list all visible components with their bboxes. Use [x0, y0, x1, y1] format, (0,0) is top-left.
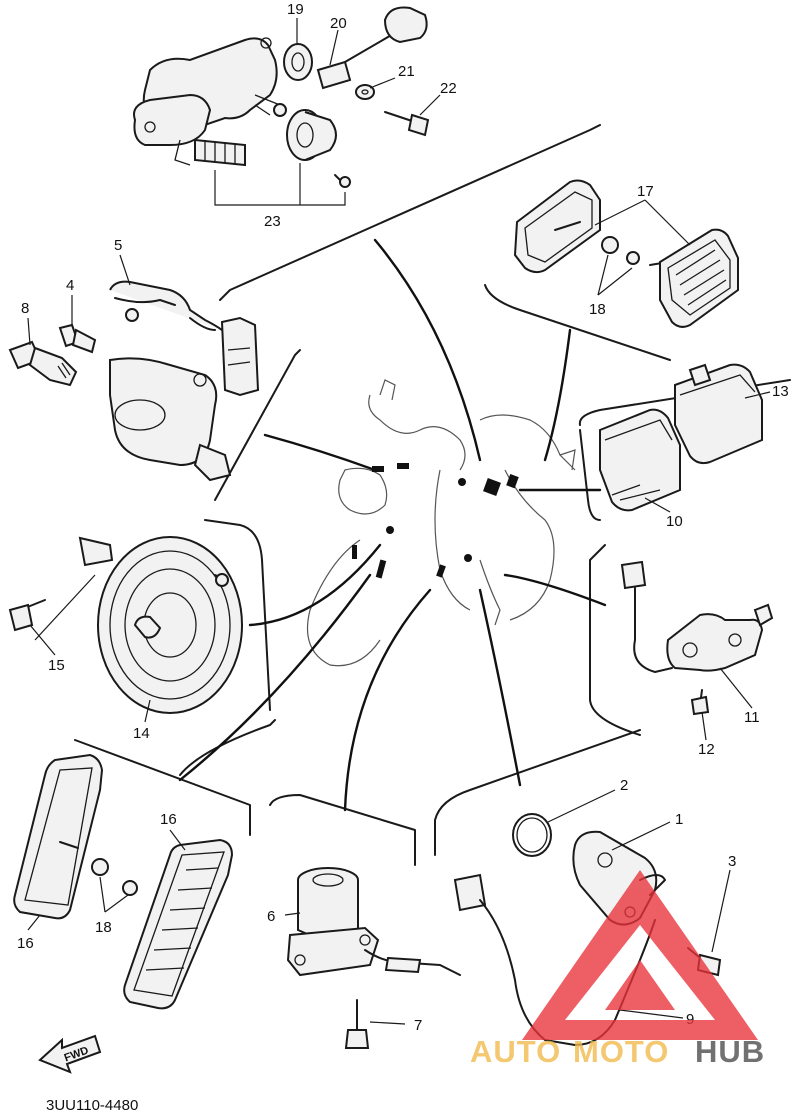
callout-21: 21	[398, 63, 415, 80]
drawing-code: 3UU110-4480	[46, 1097, 138, 1114]
callout-15: 15	[48, 657, 65, 674]
watermark-auto: AUTO	[470, 1034, 561, 1069]
callout-22: 22	[440, 80, 457, 97]
callout-19: 19	[287, 1, 304, 18]
callout-8: 8	[21, 300, 29, 317]
sensor-assembly	[133, 6, 430, 206]
callout-16-left: 16	[17, 935, 34, 952]
callout-11: 11	[744, 709, 760, 726]
callout-18-bottom: 18	[95, 919, 112, 936]
sidestand-switch	[620, 560, 774, 716]
section-dividers	[74, 124, 791, 866]
side-reflectors	[13, 753, 234, 1010]
callout-23: 23	[264, 213, 281, 230]
callout-16-right: 16	[160, 811, 177, 828]
callout-3: 3	[728, 853, 736, 870]
callout-9: 9	[686, 1011, 694, 1028]
watermark-moto: MOTO	[573, 1034, 669, 1069]
watermark-triangle-icon	[522, 870, 758, 1040]
callout-numbers: 19 20 21 22 23 17 18 5 4 8 13 10 11 12 1…	[17, 1, 789, 1034]
callout-2: 2	[620, 777, 628, 794]
callout-5: 5	[114, 237, 122, 254]
watermark: AUTO MOTO HUB	[470, 870, 765, 1069]
forward-arrow-icon: FWD	[38, 1034, 102, 1074]
callout-18-top: 18	[589, 301, 606, 318]
callout-12: 12	[698, 741, 715, 758]
callout-7: 7	[414, 1017, 422, 1034]
fuel-sender	[286, 867, 461, 1049]
callout-4: 4	[66, 277, 74, 294]
callout-20: 20	[330, 15, 347, 32]
callout-17: 17	[637, 183, 654, 200]
frame-outline	[306, 379, 576, 667]
callout-13: 13	[772, 383, 789, 400]
callout-10: 10	[666, 513, 683, 530]
connection-wires	[178, 238, 607, 812]
callout-1: 1	[675, 811, 683, 828]
callout-6: 6	[267, 908, 275, 925]
callout-14: 14	[133, 725, 150, 742]
relays	[599, 363, 763, 512]
switches-group	[8, 280, 260, 482]
callout-leaders	[27, 18, 771, 1025]
rear-reflectors	[513, 179, 739, 328]
watermark-hub: HUB	[695, 1034, 765, 1069]
horn	[8, 536, 243, 714]
